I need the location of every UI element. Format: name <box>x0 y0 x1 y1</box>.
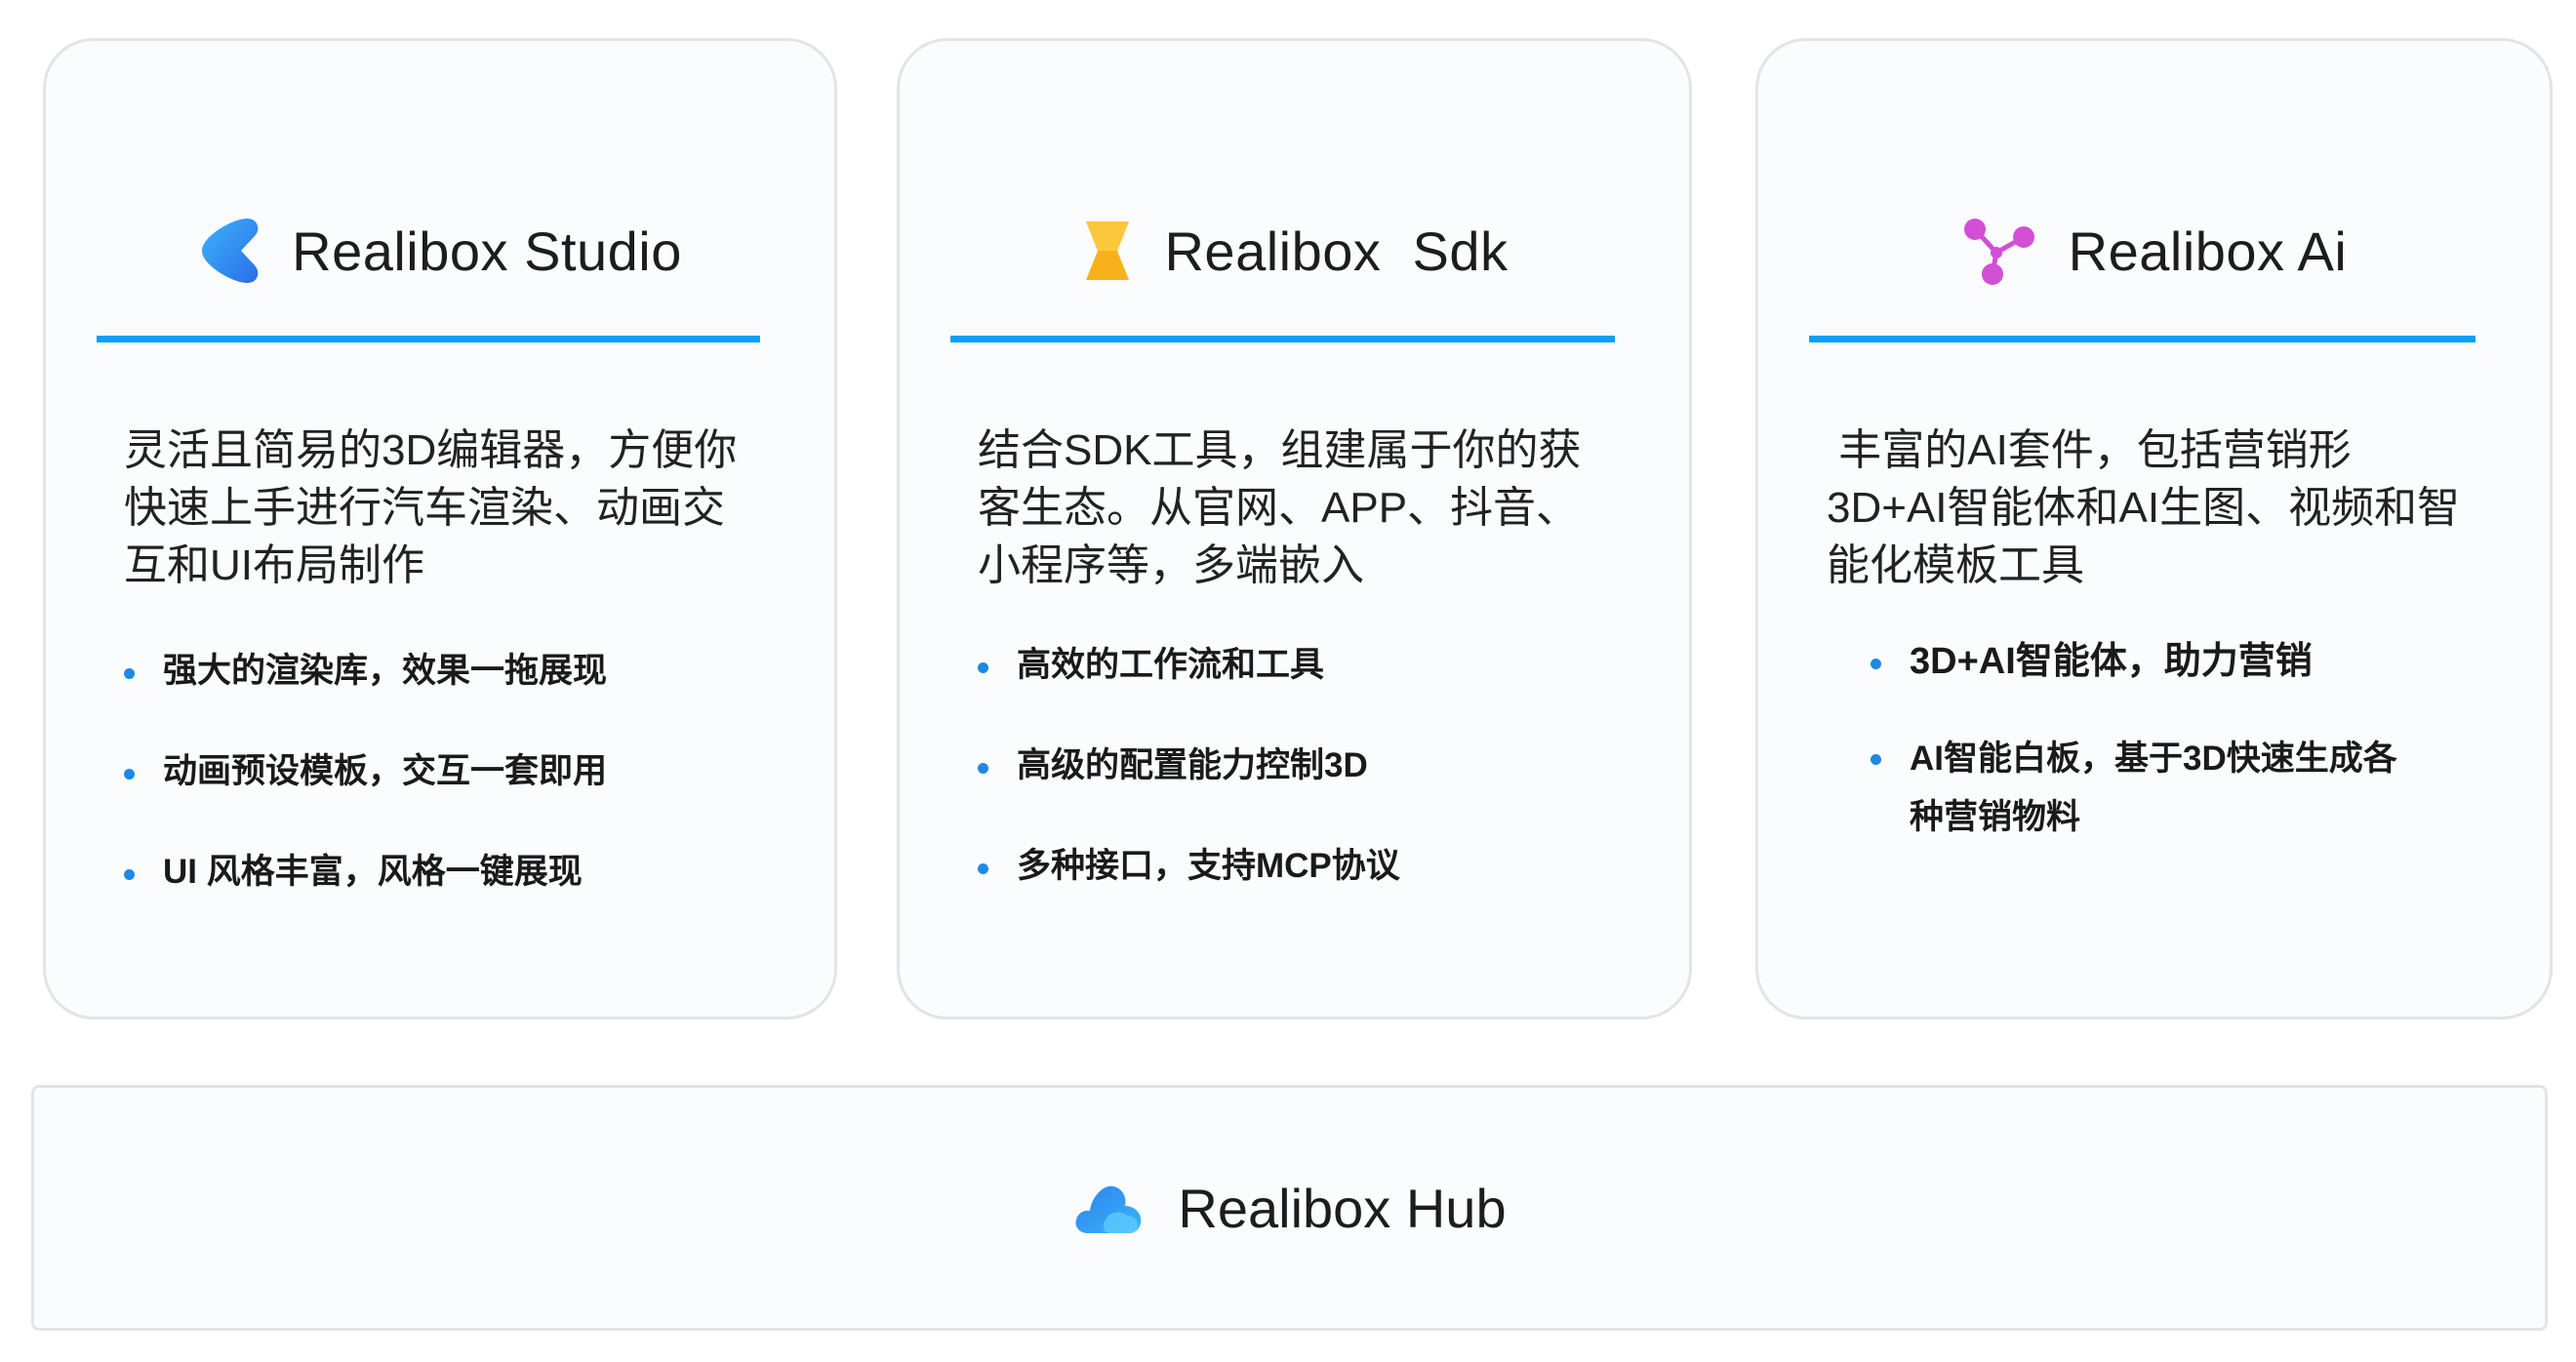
sdk-divider <box>950 336 1615 342</box>
sdk-feature-list: 高效的工作流和工具 高级的配置能力控制3D 多种接口，支持MCP协议 <box>978 638 1650 940</box>
sdk-title: Realibox Sdk <box>1164 220 1509 282</box>
sdk-logo-icon <box>1080 220 1135 282</box>
bullet-icon <box>124 869 135 880</box>
bullet-icon <box>1871 659 1881 669</box>
feature-text: 动画预设模板，交互一套即用 <box>163 752 608 790</box>
feature-text: 高级的配置能力控制3D <box>1017 746 1368 784</box>
bullet-icon <box>124 769 135 780</box>
ai-feature-list: 3D+AI智能体，助力营销 AI智能白板，基于3D快速生成各种营销物料 <box>1871 634 2511 888</box>
ai-description: 丰富的AI套件，包括营销形3D+AI智能体和AI生图、视频和智能化模板工具 <box>1827 426 2461 589</box>
list-item: 强大的渲染库，效果一拖展现 <box>124 644 795 699</box>
hub-cloud-icon <box>1072 1181 1145 1235</box>
studio-logo-icon <box>198 217 262 285</box>
studio-card[interactable]: Realibox Studio 灵活且简易的3D编辑器，方便你快速上手进行汽车渲… <box>43 38 837 1020</box>
feature-text: 3D+AI智能体，助力营销 <box>1910 641 2313 682</box>
feature-text: 强大的渲染库，效果一拖展现 <box>163 652 608 690</box>
list-item: 高效的工作流和工具 <box>978 638 1650 693</box>
sdk-header: Realibox Sdk <box>900 207 1689 295</box>
studio-title: Realibox Studio <box>292 220 682 282</box>
bullet-icon <box>978 763 988 774</box>
bullet-icon <box>978 863 988 874</box>
list-item: 多种接口，支持MCP协议 <box>978 839 1650 894</box>
ai-header: Realibox Ai <box>1758 207 2550 295</box>
studio-header: Realibox Studio <box>46 207 834 295</box>
bullet-icon <box>1871 754 1881 765</box>
list-item: 高级的配置能力控制3D <box>978 739 1650 793</box>
ai-card[interactable]: Realibox Ai 丰富的AI套件，包括营销形3D+AI智能体和AI生图、视… <box>1755 38 2553 1020</box>
bullet-icon <box>124 668 135 679</box>
list-item: 动画预设模板，交互一套即用 <box>124 744 795 799</box>
feature-text: AI智能白板，基于3D快速生成各种营销物料 <box>1910 740 2397 836</box>
studio-feature-list: 强大的渲染库，效果一拖展现 动画预设模板，交互一套即用 UI 风格丰富，风格一键… <box>124 644 795 945</box>
ai-title: Realibox Ai <box>2068 220 2348 282</box>
sdk-card[interactable]: Realibox Sdk 结合SDK工具，组建属于你的获客生态。从官网、APP、… <box>897 38 1692 1020</box>
feature-text: 高效的工作流和工具 <box>1017 646 1325 684</box>
list-item: UI 风格丰富，风格一键展现 <box>124 845 795 900</box>
sdk-description: 结合SDK工具，组建属于你的获客生态。从官网、APP、抖音、小程序等，多端嵌入 <box>978 426 1582 589</box>
list-item: AI智能白板，基于3D快速生成各种营销物料 <box>1871 730 2417 847</box>
bullet-icon <box>978 662 988 673</box>
studio-divider <box>97 336 760 342</box>
hub-card[interactable]: Realibox Hub <box>31 1085 2548 1331</box>
feature-text: 多种接口，支持MCP协议 <box>1017 847 1400 885</box>
ai-logo-icon <box>1961 216 2039 286</box>
list-item: 3D+AI智能体，助力营销 <box>1871 634 2511 689</box>
ai-divider <box>1809 336 2475 342</box>
feature-text: UI 风格丰富，风格一键展现 <box>163 853 583 891</box>
hub-title: Realibox Hub <box>1178 1177 1507 1239</box>
studio-description: 灵活且简易的3D编辑器，方便你快速上手进行汽车渲染、动画交互和UI布局制作 <box>124 426 738 589</box>
